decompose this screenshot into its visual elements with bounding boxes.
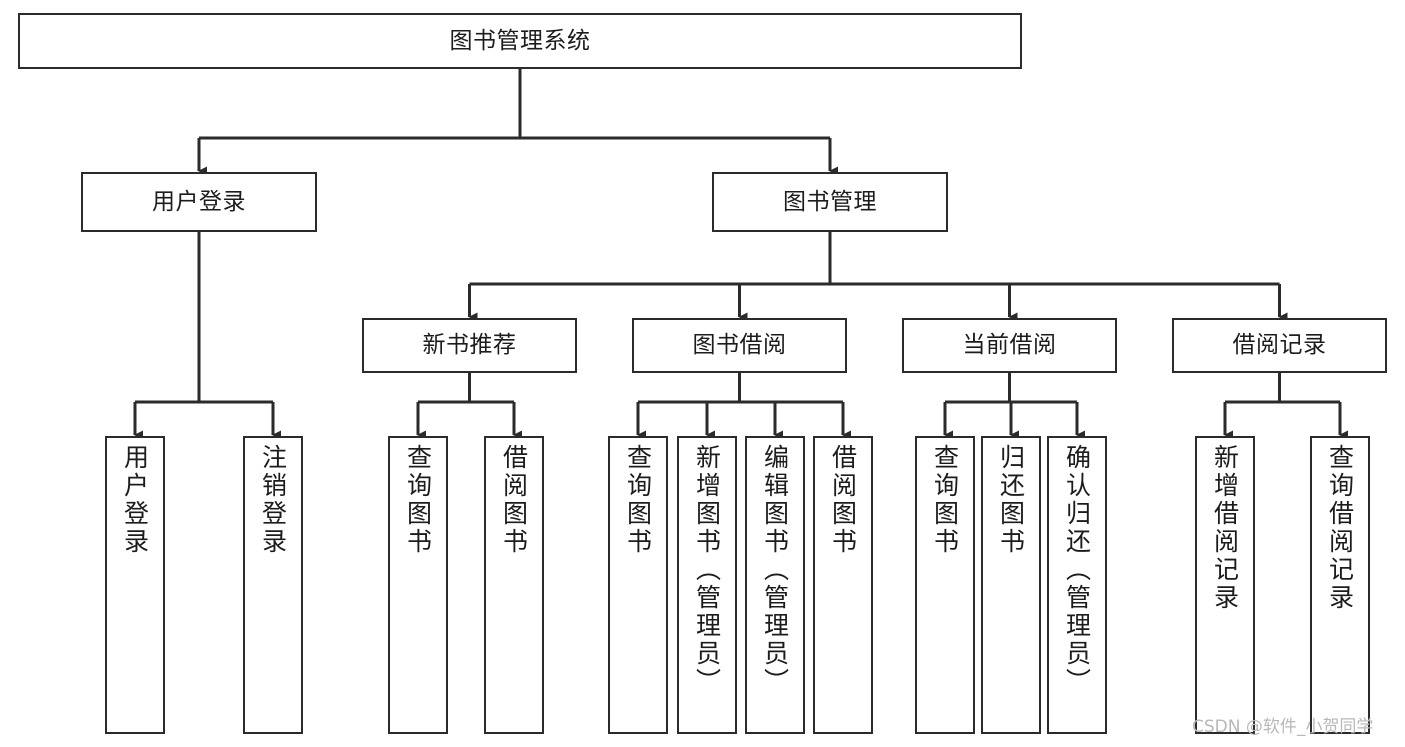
node-label-book-manage: 图书管理	[783, 188, 877, 215]
node-leaf-user-logout[interactable]: 注销登录	[243, 436, 303, 734]
node-new-book-recommend[interactable]: 新书推荐	[362, 318, 577, 373]
node-leaf-query-book-current[interactable]: 查询图书	[915, 436, 975, 734]
node-label-leaf-add-book: 新增图书（管理员）	[692, 444, 722, 696]
node-label-leaf-edit-book: 编辑图书（管理员）	[760, 444, 790, 696]
node-leaf-query-book-recommend[interactable]: 查询图书	[388, 436, 448, 734]
node-label-leaf-add-borrow-record: 新增借阅记录	[1210, 444, 1240, 612]
node-label-new-book-recommend: 新书推荐	[422, 332, 517, 359]
node-leaf-add-book[interactable]: 新增图书（管理员）	[677, 436, 737, 734]
node-label-user-login: 用户登录	[152, 188, 246, 215]
node-leaf-confirm-return[interactable]: 确认归还（管理员）	[1047, 436, 1107, 734]
node-label-leaf-user-logout: 注销登录	[258, 444, 288, 556]
connector-group	[133, 69, 1348, 440]
node-label-leaf-query-borrow-record: 查询借阅记录	[1325, 444, 1355, 612]
node-book-borrow[interactable]: 图书借阅	[632, 318, 847, 373]
node-label-borrow-record: 借阅记录	[1232, 332, 1327, 359]
node-label-leaf-query-book-recommend: 查询图书	[403, 444, 433, 556]
node-leaf-user-login[interactable]: 用户登录	[105, 436, 165, 734]
node-label-leaf-borrow-book: 借阅图书	[828, 444, 858, 556]
node-leaf-add-borrow-record[interactable]: 新增借阅记录	[1195, 436, 1255, 734]
node-label-leaf-user-login: 用户登录	[120, 444, 150, 556]
node-leaf-query-borrow-record[interactable]: 查询借阅记录	[1310, 436, 1370, 734]
node-user-login[interactable]: 用户登录	[81, 172, 317, 232]
node-leaf-borrow-book-recommend[interactable]: 借阅图书	[484, 436, 544, 734]
node-book-manage[interactable]: 图书管理	[712, 172, 948, 232]
node-leaf-return-book[interactable]: 归还图书	[981, 436, 1041, 734]
node-label-leaf-borrow-book-recommend: 借阅图书	[499, 444, 529, 556]
node-leaf-borrow-book[interactable]: 借阅图书	[813, 436, 873, 734]
node-leaf-edit-book[interactable]: 编辑图书（管理员）	[745, 436, 805, 734]
node-label-root: 图书管理系统	[449, 27, 591, 54]
node-label-current-borrow: 当前借阅	[962, 332, 1057, 359]
node-label-leaf-return-book: 归还图书	[996, 444, 1026, 556]
node-label-leaf-confirm-return: 确认归还（管理员）	[1062, 444, 1092, 696]
node-leaf-query-book-borrow[interactable]: 查询图书	[608, 436, 668, 734]
node-label-leaf-query-book-current: 查询图书	[930, 444, 960, 556]
node-borrow-record[interactable]: 借阅记录	[1172, 318, 1387, 373]
node-label-leaf-query-book-borrow: 查询图书	[623, 444, 653, 556]
node-root[interactable]: 图书管理系统	[18, 13, 1022, 69]
node-current-borrow[interactable]: 当前借阅	[902, 318, 1117, 373]
node-label-book-borrow: 图书借阅	[692, 332, 787, 359]
